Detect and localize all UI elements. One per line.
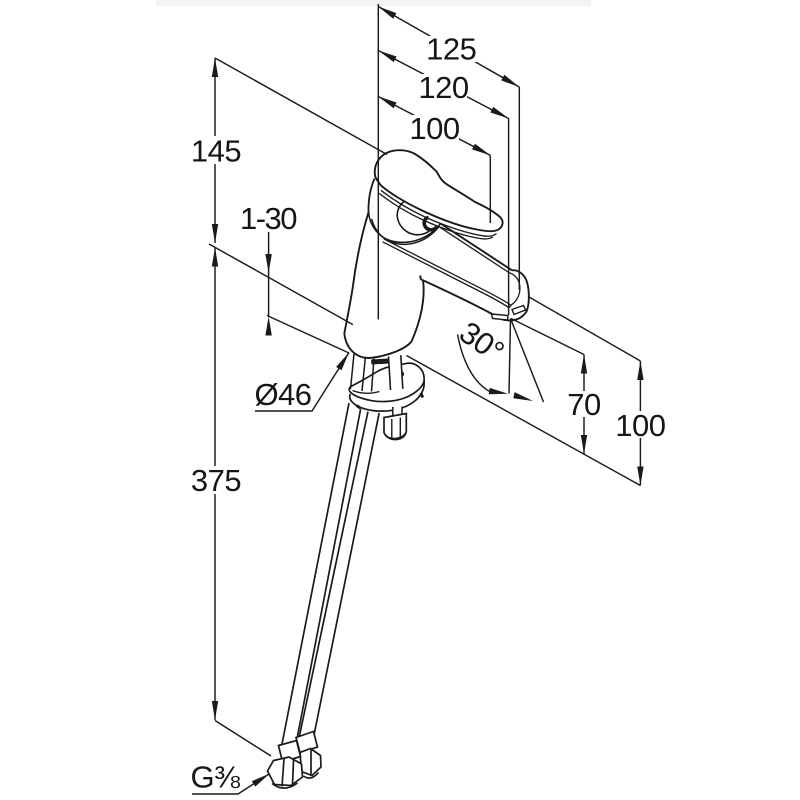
svg-text:120: 120	[418, 70, 468, 105]
svg-text:70: 70	[567, 387, 601, 422]
svg-text:145: 145	[191, 133, 241, 168]
svg-text:100: 100	[615, 408, 665, 443]
svg-text:100: 100	[409, 111, 459, 146]
svg-text:Ø46: Ø46	[254, 377, 311, 412]
svg-text:125: 125	[426, 32, 476, 67]
svg-text:1-30: 1-30	[240, 201, 297, 236]
svg-text:375: 375	[191, 463, 241, 498]
svg-text:G⅜: G⅜	[191, 760, 241, 795]
